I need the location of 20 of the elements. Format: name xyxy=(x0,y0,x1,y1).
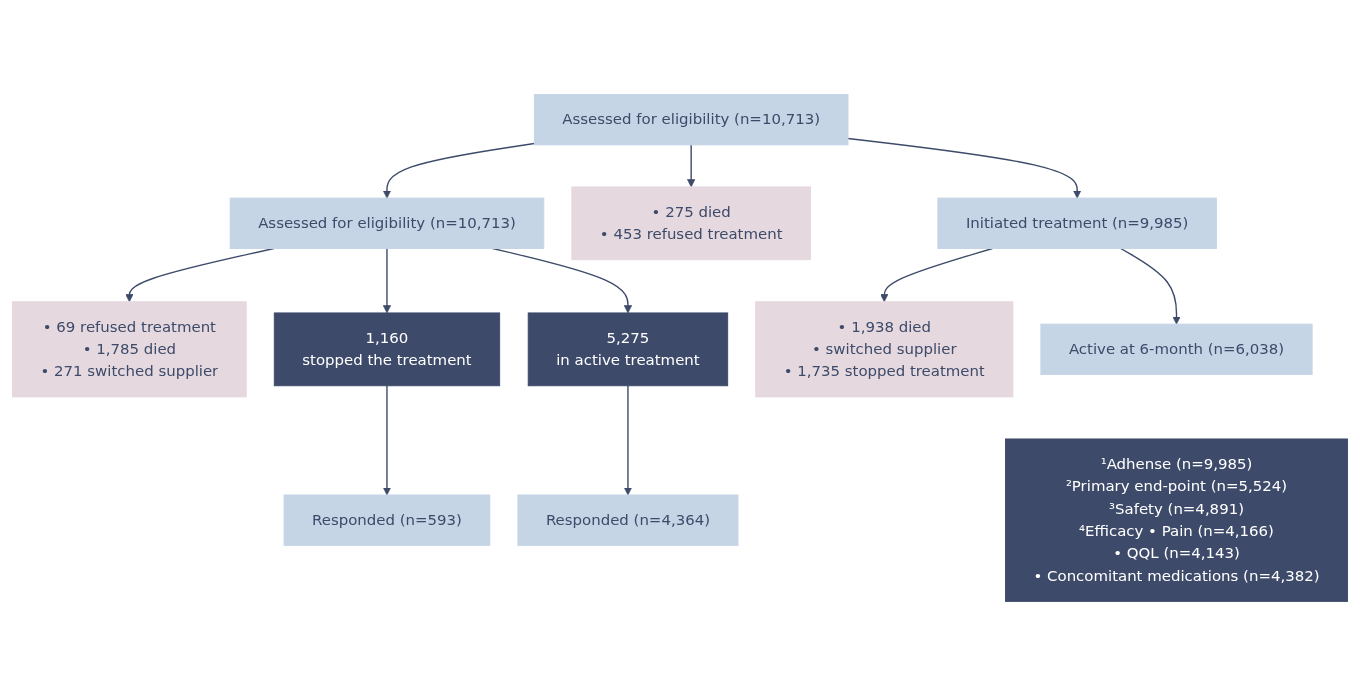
node-box xyxy=(1005,438,1348,602)
node-box xyxy=(1040,323,1313,375)
node-box xyxy=(755,300,1014,397)
arrow xyxy=(687,143,696,187)
node-box xyxy=(571,186,811,260)
node-box xyxy=(229,197,545,249)
arrow xyxy=(382,142,536,199)
node-box xyxy=(273,312,501,386)
node-box xyxy=(517,494,739,546)
flowchart: Assessed for eligibility (n=10,713) Assessed for eligibility (n=10,713) • 69 refused treatment • 1,785 died • 271 switched supplier • 275 died • 453 refused treatment Initiated treatment (n=9,985) • 1,938 died • switched supplier • 1,735 stopped treatment Active at 6-month (n=6,038) 1,160 stopped the treatment 5,275 in active treatment Responded (n=593) Responded (n=4,364) ¹Adhense (n=9,985) ²Primary end-point (n=5,524) ³Safety (n=4,891) ⁴Efficacy • Pain (n=4,166) • QQL (n=4,143) • Concomitant medications (n=4,382) xyxy=(5,86,1355,609)
arrow xyxy=(382,247,392,313)
arrow xyxy=(623,384,633,495)
arrow xyxy=(382,384,392,495)
node-box xyxy=(283,494,491,546)
node-box xyxy=(527,312,729,386)
node-box xyxy=(533,93,849,145)
arrow xyxy=(847,137,1082,199)
node-box xyxy=(937,197,1217,249)
node-box xyxy=(12,300,247,397)
arrow xyxy=(1120,247,1181,325)
